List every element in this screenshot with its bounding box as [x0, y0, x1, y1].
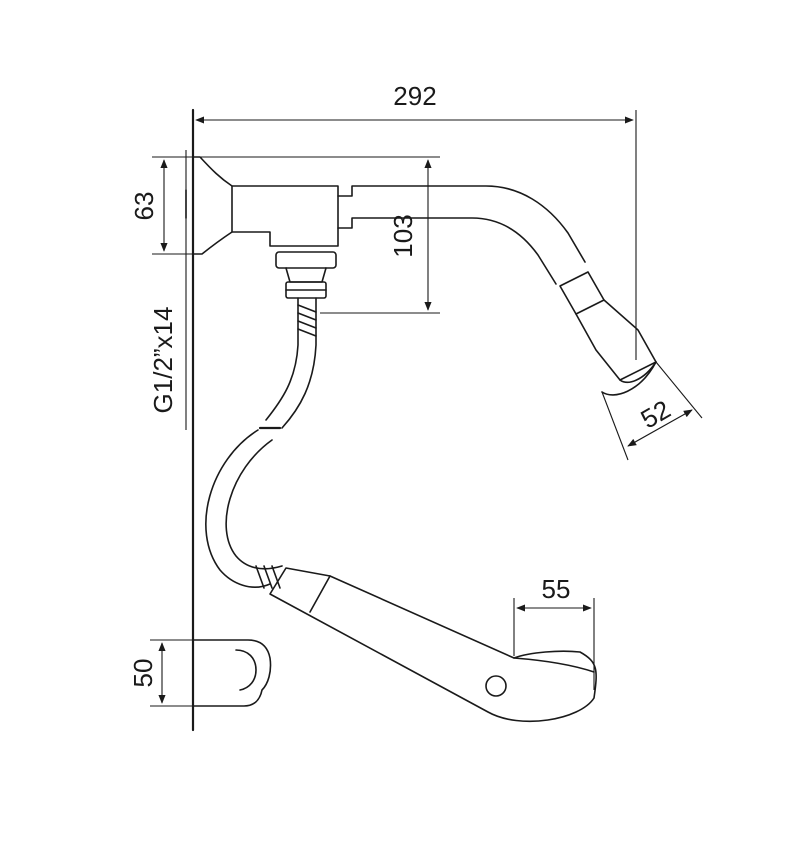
valve-body	[231, 185, 586, 263]
dim-handle-width: 55	[542, 574, 571, 604]
hose-coil	[297, 304, 317, 337]
shower-hose-upper	[265, 297, 299, 421]
dim-wall-height: 63	[129, 192, 159, 221]
shower-hose-lower-inner	[225, 439, 283, 570]
dim-overall-width: 292	[393, 81, 436, 111]
wall-flange	[192, 156, 233, 255]
holder-cradle	[235, 649, 257, 691]
handle-head-rim	[513, 657, 595, 673]
wall-holder	[192, 639, 272, 707]
dim-head-diameter: 52	[635, 394, 675, 434]
shower-hose-lower	[205, 429, 271, 588]
valve-body-lower	[231, 217, 557, 285]
shower-hose-upper-inner	[281, 297, 317, 429]
outlet-neck	[285, 267, 327, 283]
dim-thread: G1/2”x14	[148, 307, 178, 414]
hand-shower-handle	[269, 567, 597, 723]
dim-holder-height: 50	[128, 659, 158, 688]
hose-end-coil	[255, 565, 281, 589]
outlet-nut-upper	[275, 251, 337, 269]
dim-drop-height: 103	[388, 214, 418, 257]
fixed-shower-head	[559, 271, 657, 396]
handle-collar	[309, 575, 331, 613]
handle-button	[485, 675, 507, 697]
